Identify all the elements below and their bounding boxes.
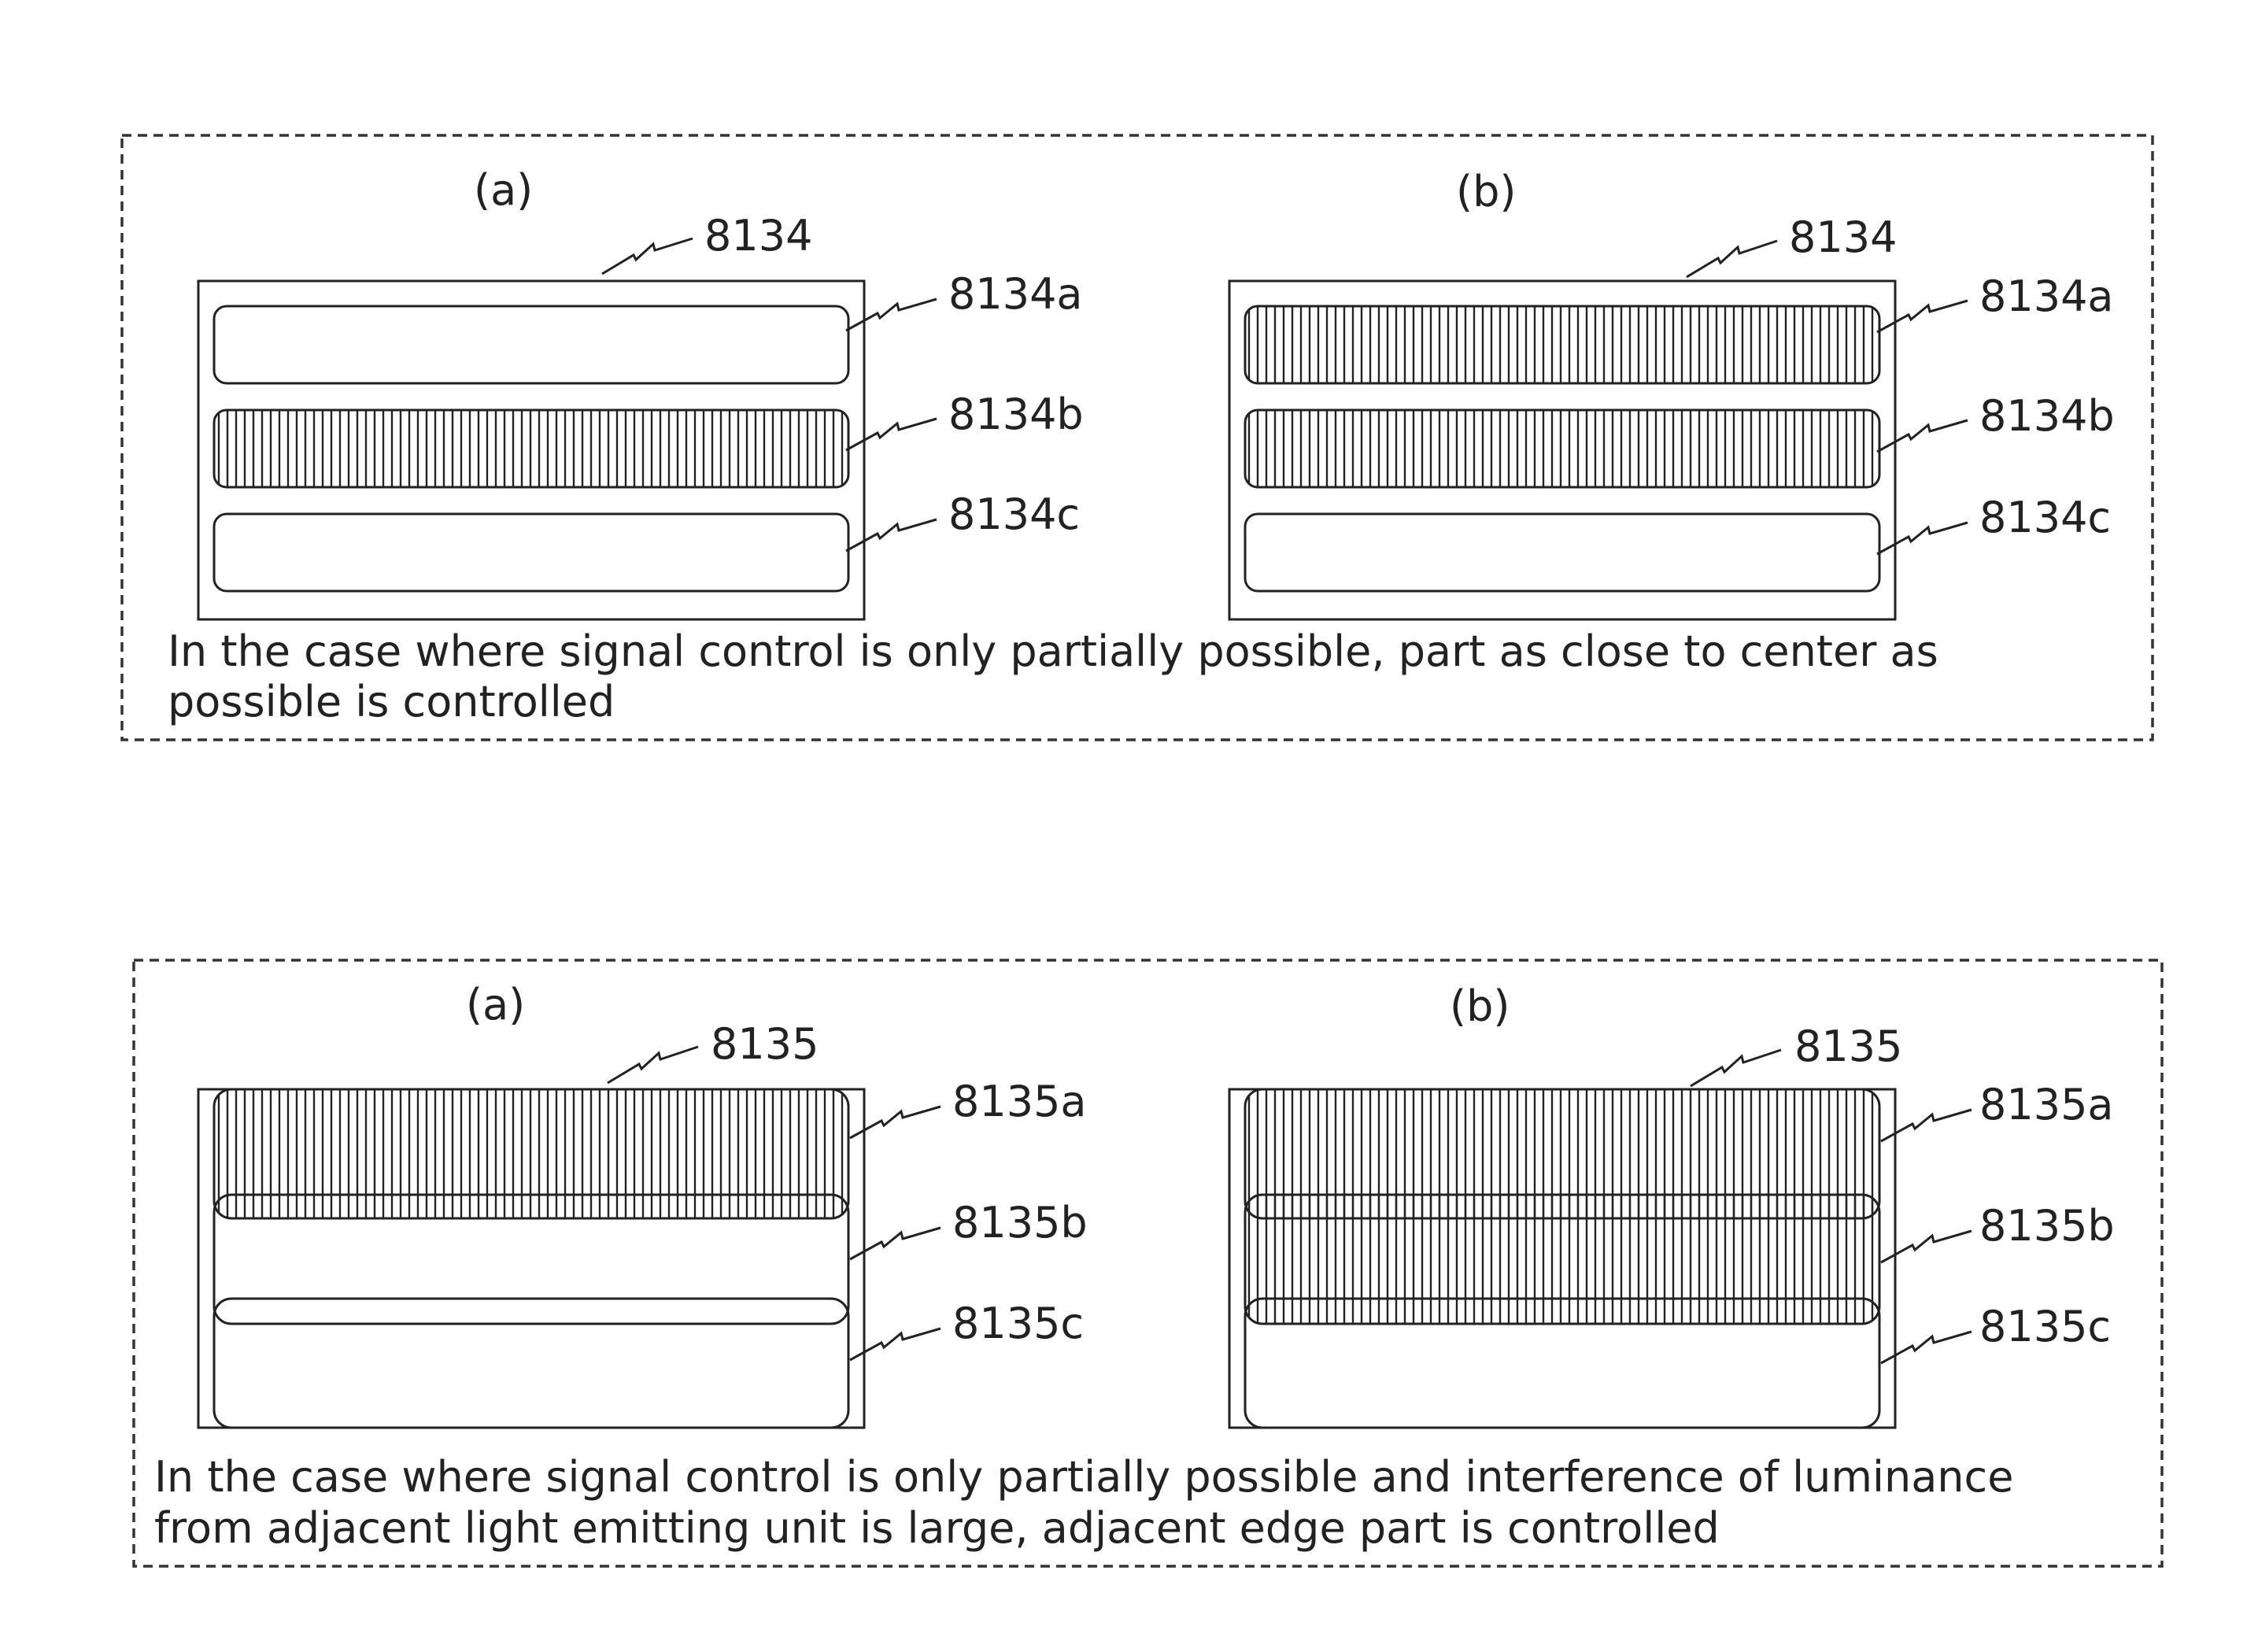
top-a-leader-b [846, 419, 937, 450]
panel-top: (a) 8134 8134a 8134b 8134c (b) 8134 8134… [122, 135, 2153, 740]
top-sublabel-a: (a) [474, 165, 533, 215]
top-a-ref-a: 8134a [948, 269, 1083, 319]
top-b-ref-c: 8134c [1979, 493, 2111, 542]
top-sublabel-b: (b) [1456, 167, 1516, 216]
bottom-a-ref-c: 8135c [952, 1299, 1084, 1348]
top-b-strip-c [1245, 514, 1879, 591]
top-a-ref-c: 8134c [948, 490, 1080, 539]
bottom-a-ref-b: 8135b [952, 1198, 1088, 1247]
bottom-a-strip-c [214, 1299, 848, 1428]
bottom-sublabel-a: (a) [466, 980, 525, 1029]
bottom-a-ref-a: 8135a [952, 1077, 1087, 1126]
top-a-ref-main: 8134 [704, 211, 812, 261]
top-b-leader-main [1687, 241, 1777, 277]
bottom-caption-line-1: In the case where signal control is only… [154, 1452, 2013, 1502]
top-caption-line-1: In the case where signal control is only… [168, 626, 1938, 676]
bottom-b-strip-b-controlled [1245, 1195, 1879, 1324]
top-b-leader-a [1877, 301, 1968, 332]
top-a-ref-b: 8134b [948, 390, 1084, 439]
top-a-strip-b-controlled [214, 410, 848, 487]
top-a-strip-a [214, 306, 848, 383]
bottom-a-ref-main: 8135 [711, 1019, 819, 1069]
top-a-strip-c [214, 514, 848, 591]
bottom-a-strip-a-controlled [214, 1089, 848, 1218]
bottom-b-ref-a: 8135a [1979, 1080, 2114, 1129]
bottom-a-leader-main [608, 1047, 698, 1083]
top-a-leader-a [846, 299, 937, 331]
top-caption-line-2: possible is controlled [168, 677, 615, 726]
top-a-leader-c [846, 519, 937, 551]
top-b-strip-a-controlled [1245, 306, 1879, 383]
bottom-b-ref-main: 8135 [1794, 1022, 1902, 1071]
top-b-leader-c [1877, 523, 1968, 554]
top-a-leader-main [602, 238, 693, 274]
panel-bottom: (a) 8135 8135a 8135b 8135c (b) 8135 8135… [134, 960, 2162, 1566]
bottom-b-ref-b: 8135b [1979, 1201, 2115, 1251]
top-b-ref-main: 8134 [1789, 213, 1897, 262]
top-b-leader-b [1877, 420, 1968, 452]
top-b-strip-b-controlled [1245, 410, 1879, 487]
top-b-ref-b: 8134b [1979, 391, 2115, 441]
bottom-b-ref-c: 8135c [1979, 1302, 2111, 1351]
bottom-sublabel-b: (b) [1450, 981, 1510, 1031]
bottom-b-leader-main [1691, 1050, 1781, 1086]
top-b-ref-a: 8134a [1979, 272, 2114, 321]
bottom-caption-line-2: from adjacent light emitting unit is lar… [154, 1503, 1720, 1553]
